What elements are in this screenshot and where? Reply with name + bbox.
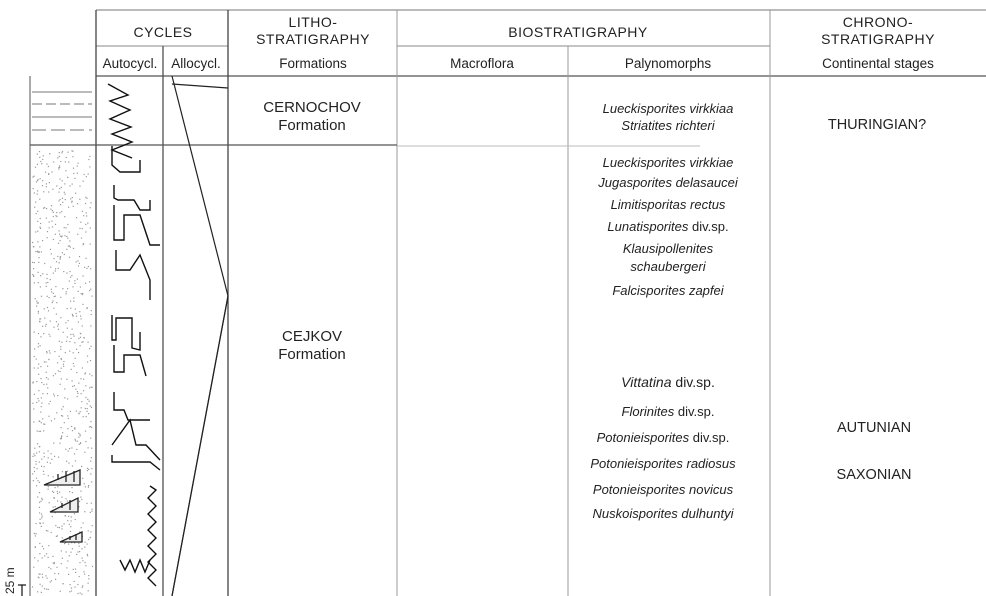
palynomorph-taxon: Nuskoisporites dulhuntyi	[593, 505, 734, 522]
allocycle-curve	[172, 76, 228, 596]
scale-bar	[18, 585, 26, 596]
header-litho-line2: STRATIGRAPHY	[256, 31, 370, 48]
header-chrono-line2: STRATIGRAPHY	[821, 31, 935, 48]
palynomorph-taxon: schaubergeri	[630, 258, 705, 275]
header-cycles: CYCLES	[133, 24, 192, 41]
formation-cejkov-label: Formation	[278, 346, 346, 364]
sandstone-stipple	[32, 150, 93, 595]
formation-cernochov-label: Formation	[278, 117, 346, 135]
palynomorph-taxon: Falcisporites zapfei	[612, 282, 723, 299]
palynomorph-taxon: Florinites div.sp.	[622, 403, 715, 420]
subheader-formations: Formations	[279, 55, 347, 72]
scale-bar-label: 25 m	[2, 567, 19, 594]
formation-cernochov-name: CERNOCHOV	[263, 99, 361, 117]
stage-autunian: AUTUNIAN	[837, 420, 911, 437]
subheader-autocycles: Autocycl.	[103, 55, 158, 72]
subheader-palynomorphs: Palynomorphs	[625, 55, 711, 72]
palynomorph-taxon: Lueckisporites virkkiae	[603, 154, 734, 171]
palynomorph-taxon: Lunatisporites div.sp.	[607, 218, 728, 235]
palynomorph-taxon: Jugasporites delasaucei	[598, 174, 737, 191]
formation-cejkov-name: CEJKOV	[282, 328, 342, 346]
palynomorph-taxon: Lueckisporites virkkiaa	[603, 100, 734, 117]
palynomorph-taxon: Potonieisporites novicus	[593, 481, 733, 498]
palynomorph-taxon: Limitisporitas rectus	[611, 196, 726, 213]
palynomorph-taxon: Potonieisporites div.sp.	[597, 429, 730, 446]
shale-beds	[32, 92, 92, 130]
autocycle-curve	[108, 84, 160, 586]
palynomorph-taxon: Klausipollenites	[623, 240, 713, 257]
stage-thuringian: THURINGIAN?	[828, 117, 926, 134]
subheader-allocycles: Allocycl.	[171, 55, 221, 72]
subheader-macroflora: Macroflora	[450, 55, 514, 72]
palynomorph-taxon: Striatites richteri	[621, 117, 714, 134]
header-chrono-line1: CHRONO-	[843, 14, 913, 31]
palynomorph-taxon: Vittatina div.sp.	[621, 374, 715, 391]
conglomerate-wedges	[44, 470, 82, 542]
palynomorph-taxon: Potonieisporites radiosus	[590, 455, 735, 472]
subheader-continental-stages: Continental stages	[822, 55, 934, 72]
header-biostratigraphy: BIOSTRATIGRAPHY	[508, 24, 647, 41]
stage-saxonian: SAXONIAN	[837, 467, 912, 484]
header-litho-line1: LITHO-	[289, 14, 338, 31]
